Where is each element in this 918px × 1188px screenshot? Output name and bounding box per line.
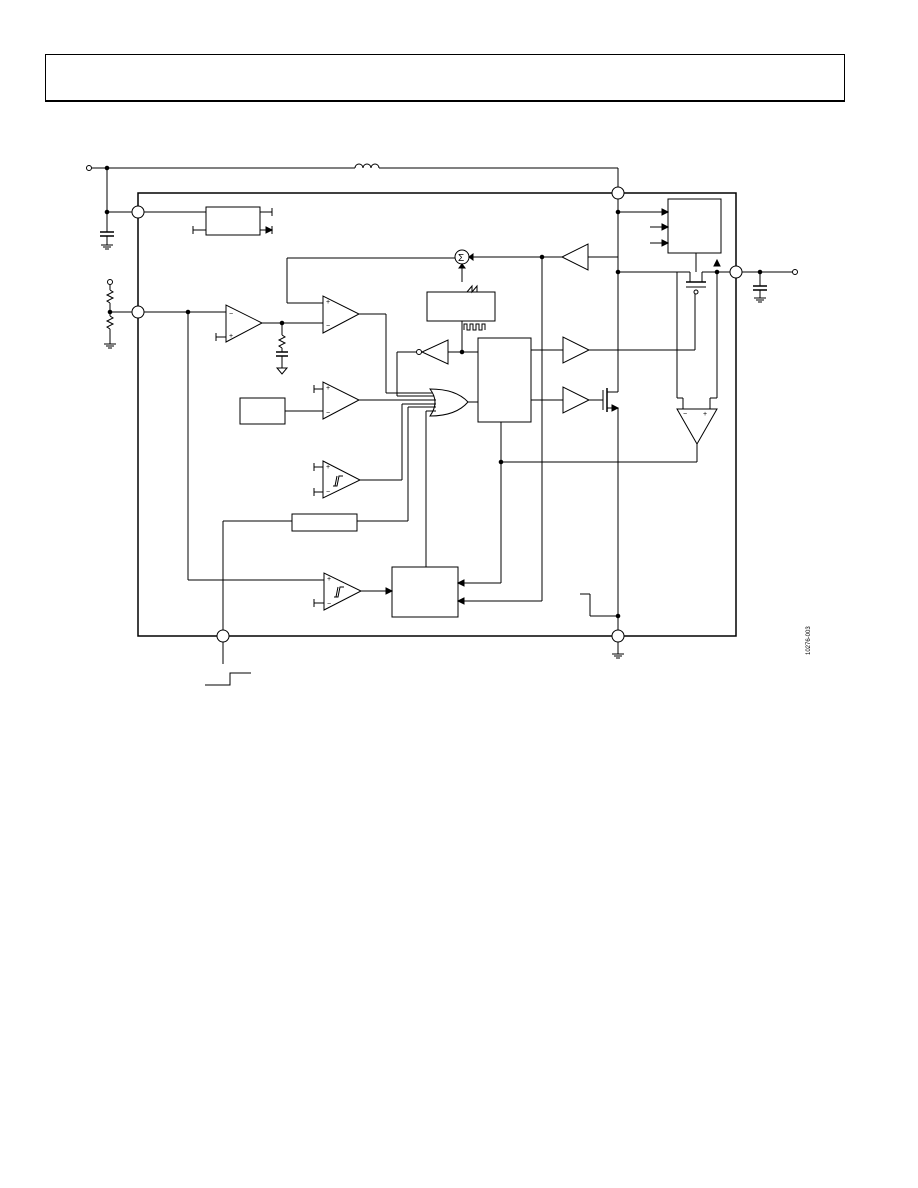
svg-text:+: + [326,299,330,306]
resistor-top [105,289,115,304]
svg-text:−: − [229,311,233,318]
vout-sense-terminal [107,279,113,285]
svg-text:+: + [229,333,233,340]
pwm-logic-block [477,337,532,423]
svg-text:−: − [683,411,687,418]
svg-text:+: + [326,385,330,392]
output-terminal [792,269,798,275]
load-switch-driver-block [667,198,722,254]
svg-text:−: − [326,410,330,417]
inductor [354,163,380,169]
inverter-buffer [420,339,449,365]
pin-gnd [611,629,625,643]
svg-text:+: + [326,464,330,471]
input-terminal [86,165,92,171]
softstart-comparator [322,381,361,420]
enable-comparator [323,572,363,611]
current-sense-amp [560,243,589,271]
pin-en [216,629,230,643]
uvlo-comparator [322,460,362,499]
comp-resistor [277,334,287,349]
resistor-bottom [105,315,115,330]
or-gate [428,388,469,417]
current-limit-amp [676,408,718,446]
svg-text:−: − [326,489,330,496]
pwm-comparator [322,295,361,334]
delay-block [291,513,358,532]
page-header-box [45,54,845,102]
driver-top [562,336,591,364]
svg-text:Σ: Σ [458,253,464,264]
svg-text:+: + [703,411,707,418]
pin-vout [729,265,743,279]
pin-sw [611,186,625,200]
svg-text:−: − [327,601,331,608]
figure-id-label: 10276-003 [806,626,812,655]
soft-start-block [239,397,286,425]
driver-bottom [562,386,591,414]
chip-outline [137,192,737,637]
fault-logic-block [391,566,459,618]
error-amplifier [225,304,264,343]
reference-block [205,206,261,236]
pin-fb [131,305,145,319]
svg-text:−: − [326,323,330,330]
svg-text:+: + [327,576,331,583]
enable-step-waveform [205,672,251,686]
pin-vin [131,205,145,219]
oscillator-block [426,291,496,322]
